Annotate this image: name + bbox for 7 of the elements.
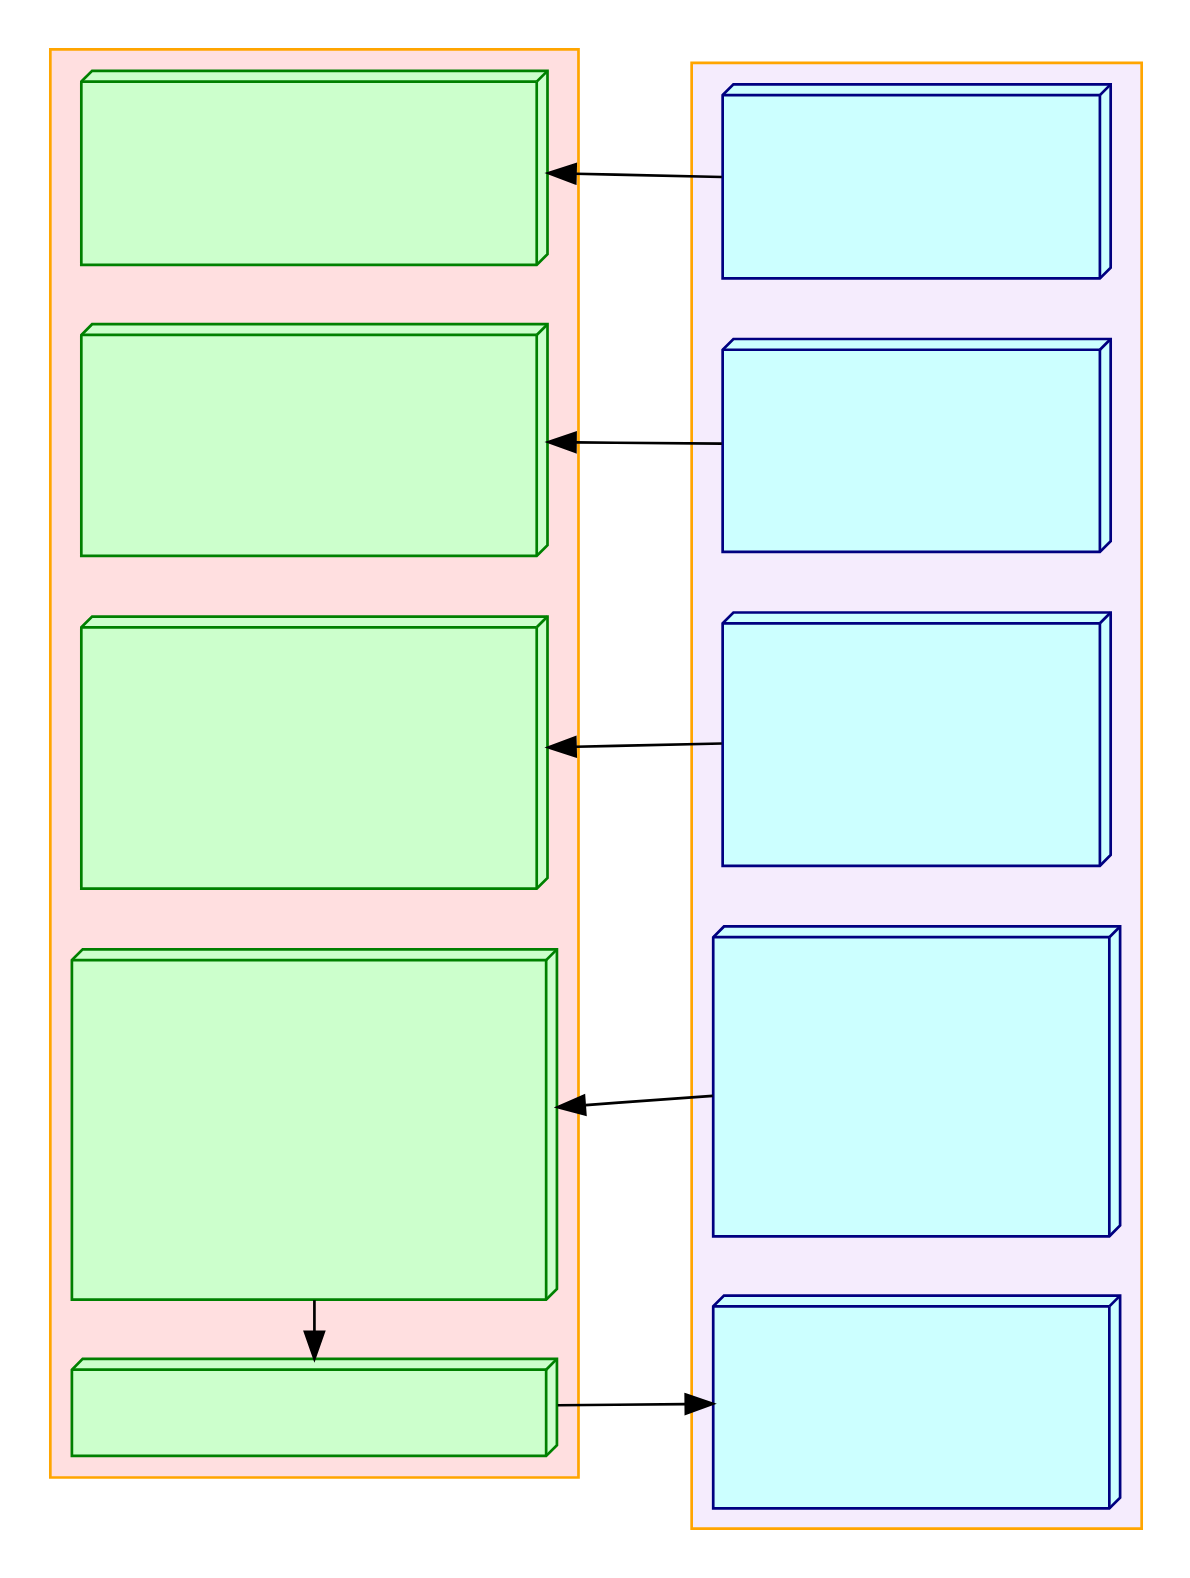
arrow [302, 1300, 325, 1363]
cluster [689, 61, 1142, 1531]
arrow [543, 735, 721, 759]
arrow [552, 1093, 712, 1117]
arrow [543, 162, 721, 186]
arrow [543, 431, 721, 454]
arrow [556, 1392, 716, 1416]
